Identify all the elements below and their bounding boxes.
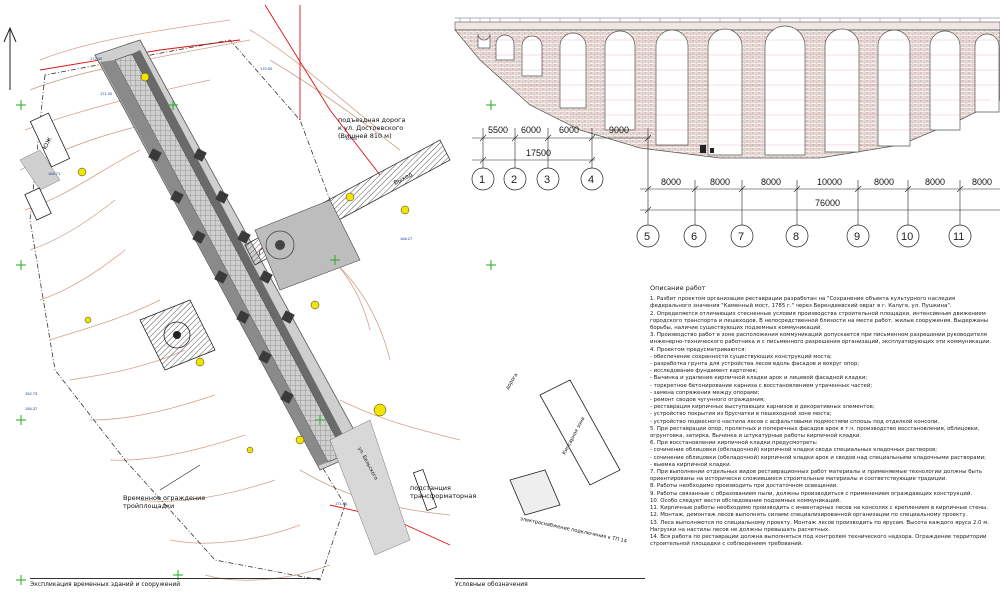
axes-left — [471, 167, 604, 191]
bridge-plan — [94, 39, 366, 471]
electrical-label: электроснабжение подключения к ТП 14 — [520, 516, 628, 544]
dim-left-1: 5500 — [488, 125, 508, 135]
note-item: - устройство подвесного настила лесов с … — [650, 418, 940, 425]
notes-title: Описание работ — [650, 285, 706, 292]
note-item: 12. Монтаж, демонтаж лесов выполнять сил… — [650, 512, 968, 519]
substation-line-2: трансформаторная — [410, 492, 476, 500]
note-item: - сочинение облицовки (обкладочной) кирп… — [650, 454, 986, 461]
street-band — [19, 149, 61, 191]
axis-5: 5 — [644, 231, 650, 243]
note-item: 1. Разбит проектом организации реставрац… — [650, 296, 956, 310]
bridge-elevation: 5500 6000 6000 9000 17500 1 2 3 4 — [454, 17, 1000, 248]
dim-left-2: 6000 — [521, 125, 541, 135]
dim-right-5: 8000 — [874, 177, 894, 187]
note-item: - исследование фундамент карточек; — [650, 368, 758, 375]
svg-text:168.71: 168.71 — [48, 171, 61, 176]
platform-left — [139, 299, 216, 371]
substation-label: подстанция трансформаторная — [410, 484, 476, 500]
dim-right-6: 8000 — [925, 177, 945, 187]
axis-8: 8 — [793, 231, 799, 243]
fence-line-2: тройплощадки — [123, 502, 174, 510]
dim-right-2: 8000 — [710, 177, 730, 187]
dim-right-7: 8000 — [972, 177, 992, 187]
site-buildings — [24, 112, 621, 516]
note-item: - сочинение облицовки (обкладочной) кирп… — [650, 447, 938, 454]
access-road-label: подъездная дорога к ул. Достоевского (Ви… — [338, 116, 408, 140]
note-item: 14. Вся работа по реставрации должна вып… — [650, 533, 987, 548]
note-item: - реставрация кирпичных выступающих карн… — [650, 404, 875, 411]
fence-label: Временное ограждение тройплощадки — [123, 494, 207, 510]
dim-right-1: 8000 — [661, 177, 681, 187]
dimensions-left — [472, 128, 652, 225]
note-item: - обеспечение сохранности существующих к… — [650, 353, 832, 360]
construction-fence — [29, 39, 346, 581]
site-plan: 172.40 171.20 168.71 152.73 156.37 170.0… — [3, 4, 628, 585]
dim-right-total: 76000 — [815, 198, 840, 208]
note-item: - замена сопряжения между опорами; — [650, 389, 760, 396]
axis-6: 6 — [691, 231, 697, 243]
note-item: 8. Работы необходимо производить при дос… — [650, 483, 838, 490]
legend-buildings-title: Экспликация временных зданий и сооружени… — [30, 578, 320, 595]
note-item: - ремонт сводов чугунного ограждения; — [650, 397, 765, 404]
axis-7: 7 — [738, 231, 744, 243]
north-arrow — [3, 26, 17, 90]
svg-text:170.00: 170.00 — [260, 66, 273, 71]
note-item: 5. При реставрации опор, пролетных и поп… — [650, 425, 980, 440]
dimensions-right — [640, 180, 1000, 225]
note-item: 9. Работы связанные с образованием пыли,… — [650, 490, 973, 497]
dim-left-4: 9000 — [609, 125, 629, 135]
note-item: 4. Проектом предусматриваются: — [650, 346, 747, 353]
axis-4: 4 — [588, 174, 594, 186]
axis-10: 10 — [901, 231, 913, 243]
note-item: - выемка кирпичной кладки. — [650, 461, 732, 468]
notes-list: 1. Разбит проектом организации реставрац… — [650, 296, 995, 548]
substation-line-1: подстанция — [410, 484, 451, 492]
svg-text:172.40: 172.40 — [90, 56, 103, 61]
note-item: - торкретное бетонирование карниза с вос… — [650, 382, 873, 389]
svg-text:169.50: 169.50 — [345, 136, 358, 141]
svg-text:156.37: 156.37 — [25, 406, 38, 411]
green-markers — [16, 100, 496, 585]
axis-9: 9 — [854, 231, 860, 243]
axes-right — [636, 224, 972, 248]
note-item: - разработка грунта для устройства лесов… — [650, 361, 860, 368]
axis-11: 11 — [953, 231, 964, 243]
work-notes: Описание работ 1. Разбит проектом органи… — [650, 285, 995, 593]
dim-right-4: 10000 — [817, 177, 842, 187]
note-item: - устройство покрытия из брусчатки в пеш… — [650, 411, 832, 418]
legend-symbols-title: Условные обозначения — [455, 578, 645, 595]
svg-text:168.27: 168.27 — [400, 236, 413, 241]
dim-right-3: 8000 — [761, 177, 781, 187]
fence-line-1: Временное ограждение — [123, 494, 207, 502]
yellow-markers — [77, 72, 410, 454]
dim-left-3: 6000 — [559, 125, 579, 135]
note-item: 3. Производство работ в зоне расположени… — [650, 332, 992, 346]
note-item: 13. Леса выполняются по специальному про… — [650, 519, 989, 533]
note-item: 10. Особо следует вести обследование под… — [650, 497, 842, 504]
ramp — [244, 139, 451, 291]
svg-text:171.05: 171.05 — [335, 501, 348, 506]
arches — [477, 25, 1000, 156]
axis-1: 1 — [479, 174, 485, 186]
axis-3: 3 — [544, 174, 550, 186]
axis-2: 2 — [511, 174, 517, 186]
dim-left-total: 17500 — [526, 148, 551, 158]
elevation-marks: 172.40 171.20 168.71 152.73 156.37 170.0… — [25, 56, 413, 506]
note-item: 6. При восстановлении кирпичной кладки п… — [650, 440, 818, 447]
svg-text:171.20: 171.20 — [100, 91, 113, 96]
access-road-line-3: (Вишней 810 м) — [338, 132, 392, 140]
svg-text:152.73: 152.73 — [25, 391, 38, 396]
note-item: 2. Определяется отличающих стесненные ус… — [650, 310, 989, 332]
note-item: 7. При выполнении отдельных видов рестав… — [650, 469, 983, 483]
access-road-line-1: подъездная дорога — [338, 116, 405, 124]
note-item: 11. Кирпичные работы необходимо производ… — [650, 505, 988, 512]
note-item: - Вычинка и удаление кирпичной кладки ар… — [650, 375, 868, 382]
access-road-line-2: к ул. Достоевского — [338, 124, 403, 132]
road-label: дорога — [505, 372, 520, 391]
